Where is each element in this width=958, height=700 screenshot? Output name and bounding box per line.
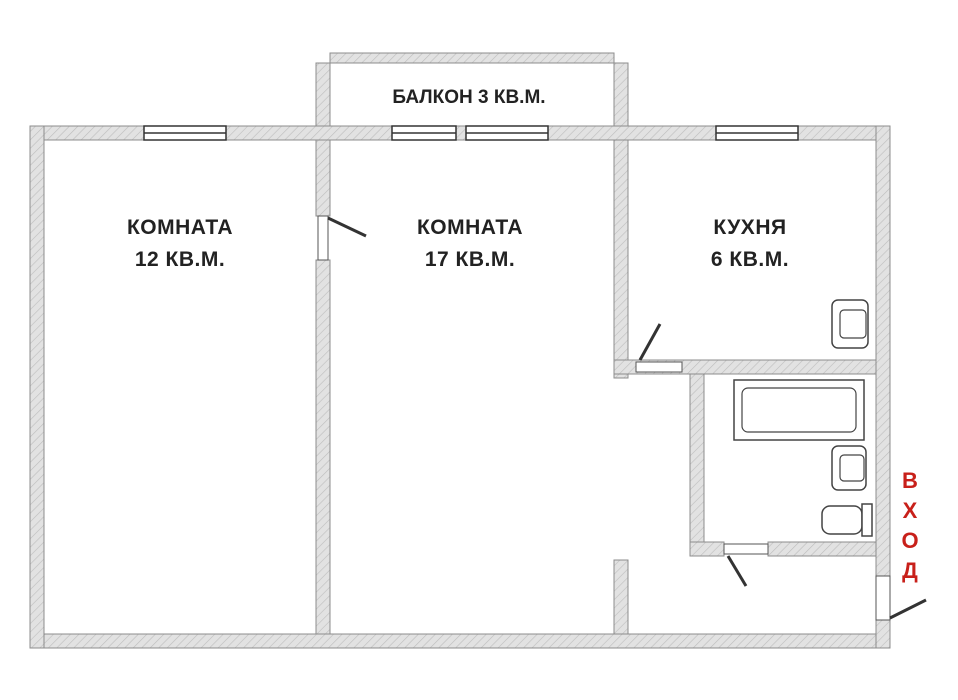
window-room2-right <box>465 125 549 141</box>
balcony-label: БАЛКОН 3 КВ.М. <box>392 87 545 108</box>
wall-left <box>29 125 45 649</box>
wall-room1-room2-top <box>315 139 331 217</box>
entrance-letter: Д <box>902 558 918 583</box>
bathroom-sink <box>831 445 867 491</box>
wall-bottom <box>29 633 891 649</box>
toilet <box>821 503 873 537</box>
entrance-letter: Х <box>903 498 918 523</box>
wall-right-upper <box>875 125 891 577</box>
door-entrance <box>875 575 927 621</box>
bathtub <box>733 379 865 441</box>
door-room1-room2 <box>317 215 367 261</box>
entrance-letter: В <box>902 468 918 493</box>
room2-name: КОМНАТА <box>417 216 523 239</box>
wall-bathroom-bottom-left <box>689 541 725 557</box>
wall-room2-kitchen <box>613 139 629 379</box>
kitchen-area: 6 КВ.М. <box>711 248 789 271</box>
room1-area: 12 КВ.М. <box>135 248 225 271</box>
window-room2-left <box>391 125 457 141</box>
doors <box>317 215 927 621</box>
wall-bathroom-bottom-right <box>767 541 877 557</box>
balcony <box>315 52 629 127</box>
entrance-letter: О <box>901 528 918 553</box>
window-kitchen <box>715 125 799 141</box>
door-kitchen <box>635 323 683 373</box>
wall-room2-corridor <box>613 559 629 635</box>
windows <box>143 125 799 141</box>
wall-bathroom-left <box>689 373 705 557</box>
window-room1 <box>143 125 227 141</box>
balcony-right-wall <box>613 62 629 127</box>
entrance-label: В Х О Д <box>901 468 918 583</box>
room1-name: КОМНАТА <box>127 216 233 239</box>
fixtures <box>733 299 873 537</box>
balcony-left-wall <box>315 62 331 127</box>
wall-right-lower <box>875 619 891 649</box>
door-bathroom <box>723 543 769 587</box>
kitchen-sink <box>831 299 869 349</box>
wall-room1-room2-bottom <box>315 259 331 635</box>
kitchen-name: КУХНЯ <box>713 216 786 239</box>
room2-area: 17 КВ.М. <box>425 248 515 271</box>
exterior-walls <box>29 125 891 649</box>
interior-walls <box>315 139 877 635</box>
balcony-rail <box>329 52 615 64</box>
